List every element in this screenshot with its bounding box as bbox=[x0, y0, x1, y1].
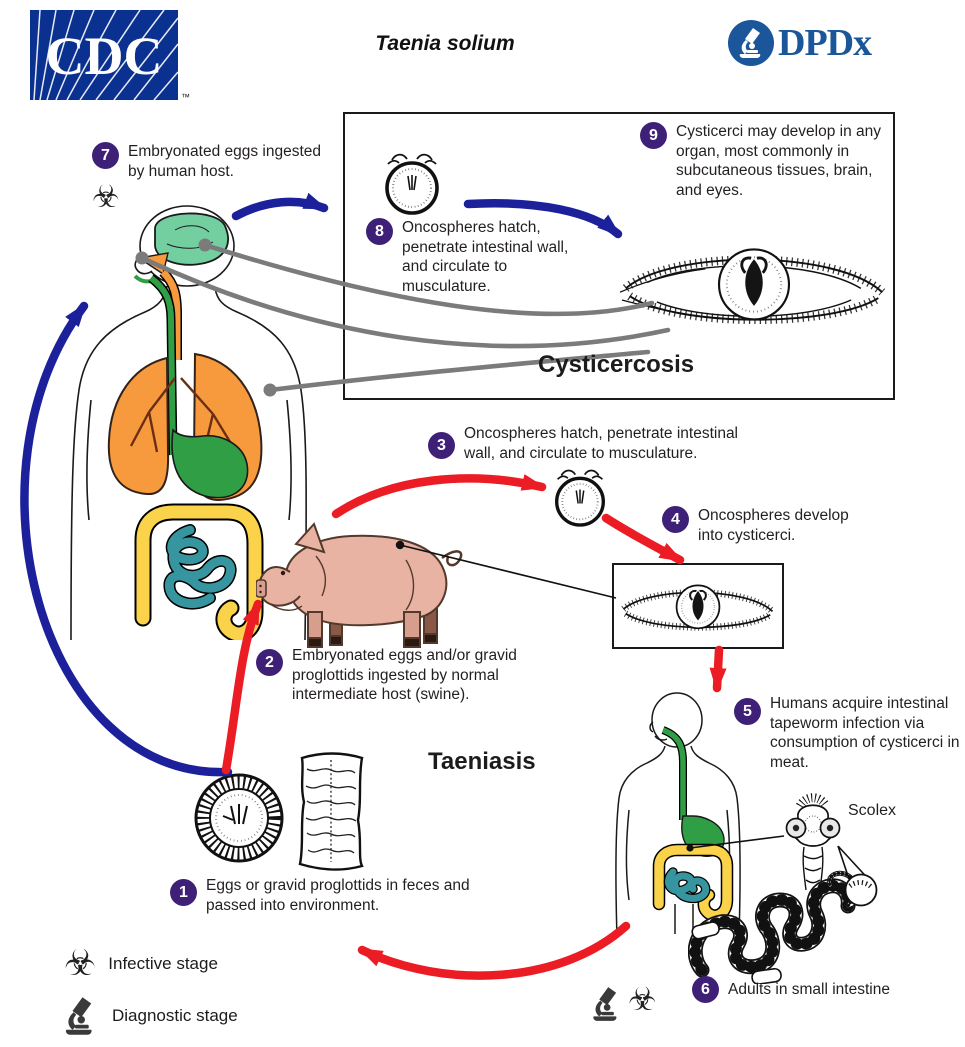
step-1-badge: 1 bbox=[170, 879, 197, 906]
dpdx-circle bbox=[728, 20, 774, 66]
taeniasis-label: Taeniasis bbox=[428, 748, 536, 775]
pig-illustration bbox=[256, 522, 463, 648]
step-8-badge: 8 bbox=[366, 218, 393, 245]
egg-illustration-box bbox=[385, 153, 439, 215]
gravid-proglottid-illustration bbox=[298, 752, 364, 871]
dpdx-logo: DPDx bbox=[728, 20, 872, 66]
step-3-text: Oncospheres hatch, penetrate intestinal … bbox=[464, 425, 739, 462]
step-2-text: Embryonated eggs and/or gravid proglotti… bbox=[292, 647, 517, 704]
microscope-icon bbox=[593, 987, 617, 1021]
step-4: 4 Oncospheres develop into cysticerci. bbox=[662, 506, 876, 545]
cysticercosis-label: Cysticercosis bbox=[538, 351, 695, 378]
biohazard-icon: ☣ bbox=[92, 179, 120, 215]
step-9-text: Cysticerci may develop in any organ, mos… bbox=[676, 123, 882, 200]
dpdx-logo-text: DPDx bbox=[778, 22, 872, 64]
legend-diagnostic: Diagnostic stage bbox=[60, 996, 238, 1036]
legend-diagnostic-label: Diagnostic stage bbox=[112, 1006, 238, 1025]
cdc-trademark: ™ bbox=[181, 92, 190, 102]
legend-infective: ☣ Infective stage bbox=[64, 946, 218, 982]
step-9: 9 Cysticerci may develop in any organ, m… bbox=[640, 122, 892, 201]
step-2-badge: 2 bbox=[256, 649, 283, 676]
biohazard-icon: ☣ bbox=[64, 943, 97, 984]
large-intestine2-shape bbox=[654, 845, 732, 921]
microscope-icon bbox=[739, 28, 761, 58]
adult-tapeworm-illustration bbox=[688, 870, 864, 984]
step-3-badge: 3 bbox=[428, 432, 455, 459]
cysticercus-small-illustration bbox=[621, 584, 775, 631]
step-5: 5 Humans acquire intestinal tapeworm inf… bbox=[734, 694, 965, 773]
step-5-badge: 5 bbox=[734, 698, 761, 725]
egg-illustration-step3 bbox=[554, 469, 606, 527]
step-7-badge: 7 bbox=[92, 142, 119, 169]
step-6-text: Adults in small intestine bbox=[728, 980, 890, 998]
scolex-label: Scolex bbox=[848, 802, 897, 819]
step-9-badge: 9 bbox=[640, 122, 667, 149]
step-4-badge: 4 bbox=[662, 506, 689, 533]
step-3: 3 Oncospheres hatch, penetrate intestina… bbox=[428, 424, 758, 463]
step-1: 1 Eggs or gravid proglottids in feces an… bbox=[170, 876, 478, 915]
scolex-illustration bbox=[785, 793, 841, 891]
left-lung-shape bbox=[107, 356, 170, 496]
page-title: Taenia solium bbox=[375, 32, 515, 55]
cdc-logo: CDC bbox=[30, 9, 179, 105]
small-intestine2-shape bbox=[665, 868, 710, 902]
legend-infective-label: Infective stage bbox=[108, 954, 218, 973]
step-8-text: Oncospheres hatch, penetrate intestinal … bbox=[402, 219, 569, 296]
cysticercus-muscle-illustration bbox=[619, 248, 886, 325]
cysticercus-small-box bbox=[612, 563, 784, 649]
step-7: 7 Embryonated eggs ingested by human hos… bbox=[92, 142, 324, 181]
cdc-logo-text: CDC bbox=[46, 26, 163, 86]
step-7-text: Embryonated eggs ingested by human host. bbox=[128, 143, 322, 180]
step-1-text: Eggs or gravid proglottids in feces and … bbox=[206, 877, 470, 914]
cdc-logo-graphic: CDC bbox=[30, 9, 179, 101]
step-5-text: Humans acquire intestinal tapeworm infec… bbox=[770, 695, 960, 772]
step-6: 6 Adults in small intestine bbox=[692, 976, 890, 1003]
step-6-badge: 6 bbox=[692, 976, 719, 1003]
step-4-text: Oncospheres develop into cysticerci. bbox=[698, 507, 849, 544]
biohazard-icon: ☣ bbox=[628, 980, 657, 1018]
egg-striated-illustration bbox=[194, 773, 284, 863]
step-2: 2 Embryonated eggs and/or gravid proglot… bbox=[256, 646, 534, 705]
step-8: 8 Oncospheres hatch, penetrate intestina… bbox=[366, 218, 574, 297]
microscope-icon bbox=[65, 997, 92, 1035]
